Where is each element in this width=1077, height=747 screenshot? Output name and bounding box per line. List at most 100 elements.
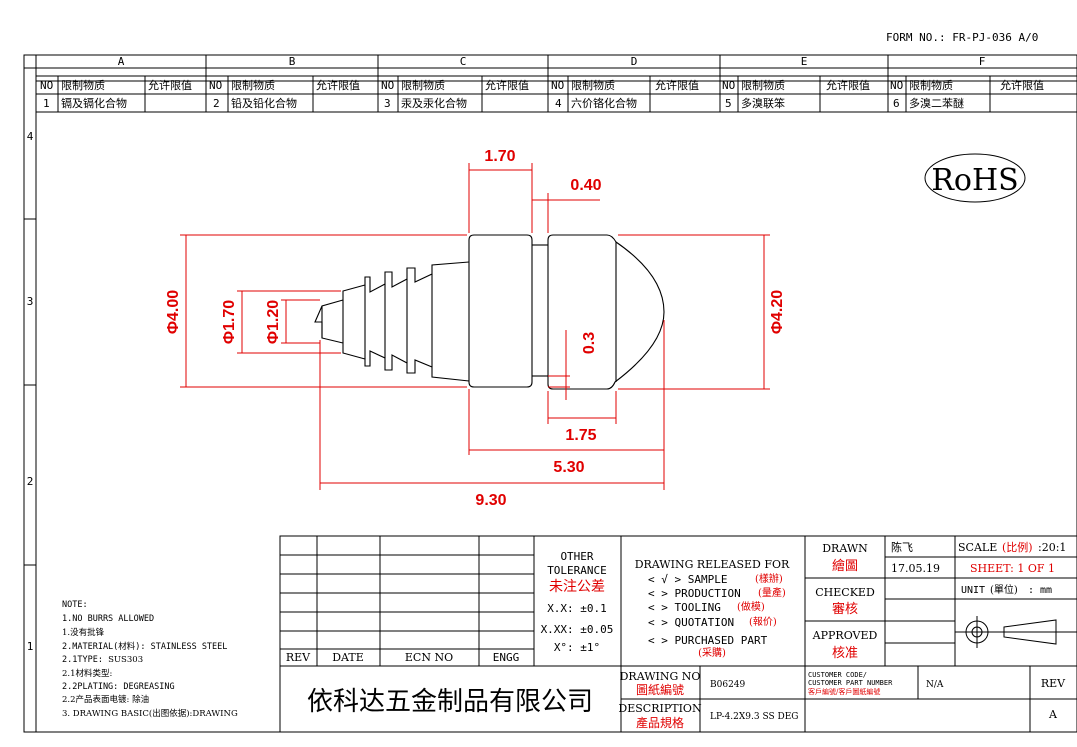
svg-text:NO: NO — [381, 79, 394, 92]
zone-row-1: 1 — [27, 640, 34, 653]
scale-label: SCALE — [958, 541, 997, 554]
svg-text:汞及汞化合物: 汞及汞化合物 — [401, 96, 467, 110]
svg-text:铅及铅化合物: 铅及铅化合物 — [231, 96, 297, 110]
svg-text:2.1TYPE: SUS303: 2.1TYPE: SUS303 — [62, 655, 143, 665]
zone-row-3: 3 — [27, 295, 34, 308]
svg-text:(單位): (單位) — [990, 583, 1018, 596]
rev-col-header: REV — [286, 651, 311, 664]
svg-text:允许限值: 允许限值 — [316, 78, 360, 92]
svg-text:核准: 核准 — [832, 646, 858, 661]
tolerance-x-xx: X.XX: ±0.05 — [541, 623, 614, 636]
col-no-header: NO — [40, 79, 53, 92]
release-sample: < √ > SAMPLE — [648, 573, 727, 586]
dim-dia-4-20: Φ4.20 — [769, 290, 786, 334]
zone-col-e: E — [801, 55, 808, 68]
svg-text:圖紙編號: 圖紙編號 — [636, 682, 684, 697]
dim-top-1-70: 1.70 — [484, 148, 515, 165]
dim-dia-4-00: Φ4.00 — [165, 290, 182, 334]
svg-text:TOLERANCE: TOLERANCE — [547, 564, 607, 577]
drawn-date: 17.05.19 — [891, 562, 940, 575]
release-purchased: < > PURCHASED PART — [648, 634, 768, 647]
svg-text:允许限值: 允许限值 — [826, 78, 870, 92]
table-row: 2 — [213, 97, 220, 110]
dim-0-3: 0.3 — [581, 332, 598, 354]
svg-text:未注公差: 未注公差 — [549, 579, 605, 595]
notes-title: NOTE: — [62, 600, 88, 610]
svg-text:2.2PLATING: DEGREASING: 2.2PLATING: DEGREASING — [62, 682, 175, 692]
checked-label: CHECKED — [815, 586, 875, 599]
zone-row-2: 2 — [27, 475, 34, 488]
svg-text:允许限值: 允许限值 — [485, 78, 529, 92]
svg-text:3. DRAWING BASIC(出图依据):DRAWING: 3. DRAWING BASIC(出图依据):DRAWING — [62, 708, 238, 719]
svg-text:NO: NO — [209, 79, 222, 92]
drawing-no-label: DRAWING NO — [620, 670, 701, 683]
date-col-header: DATE — [332, 651, 364, 664]
release-production: < > PRODUCTION — [648, 587, 741, 600]
zone-col-f: F — [979, 55, 986, 68]
svg-text:允许限值: 允许限值 — [1000, 78, 1044, 92]
svg-text:(樣辦): (樣辦) — [755, 572, 783, 585]
rohs-label: RoHS — [931, 163, 1018, 198]
svg-text:1.NO BURRS ALLOWED: 1.NO BURRS ALLOWED — [62, 614, 154, 624]
svg-text:NO: NO — [722, 79, 735, 92]
zone-col-b: B — [289, 55, 296, 68]
zone-col-c: C — [460, 55, 467, 68]
svg-text:限制物质: 限制物质 — [741, 78, 785, 92]
ecn-col-header: ECN NO — [405, 651, 453, 664]
unit-value: : mm — [1028, 585, 1052, 596]
dim-5-30: 5.30 — [553, 459, 584, 476]
dimensions: 1.70 0.40 Φ4.00 Φ1.70 Φ1.20 0.3 Φ4.20 — [165, 148, 786, 509]
col-substance-header: 限制物质 — [61, 78, 105, 92]
release-tooling: < > TOOLING — [648, 601, 721, 614]
col-limit-header: 允许限值 — [148, 78, 192, 92]
table-row: 3 — [384, 97, 391, 110]
drawn-by-name: 陈飞 — [891, 540, 913, 554]
svg-text:1.没有批锋: 1.没有批锋 — [62, 627, 105, 638]
drawing-no-value: B06249 — [710, 680, 746, 690]
svg-text:六价铬化合物: 六价铬化合物 — [571, 96, 637, 110]
svg-text:限制物质: 限制物质 — [909, 78, 953, 92]
release-quotation: < > QUOTATION — [648, 616, 734, 629]
svg-text:審核: 審核 — [832, 602, 858, 617]
svg-text:(做模): (做模) — [737, 600, 765, 613]
tolerance-angle: X°: ±1° — [554, 641, 600, 654]
zone-col-a: A — [118, 55, 125, 68]
zone-col-d: D — [631, 55, 638, 68]
svg-text:限制物质: 限制物质 — [401, 78, 445, 92]
engg-col-header: ENGG — [493, 651, 520, 664]
title-block: REV DATE ECN NO ENGG OTHER TOLERANCE 未注公… — [279, 535, 1077, 733]
svg-text:NO: NO — [551, 79, 564, 92]
tolerance-title: OTHER — [560, 550, 593, 563]
dim-dia-1-70: Φ1.70 — [221, 300, 238, 344]
form-number: FORM NO.: FR-PJ-036 A/0 — [886, 31, 1038, 44]
rev-label: REV — [1041, 677, 1066, 690]
unit-label: UNIT — [961, 585, 985, 596]
svg-text:(報价): (報价) — [749, 616, 777, 628]
customer-code-value: N/A — [926, 680, 944, 690]
svg-text:多溴联笨: 多溴联笨 — [741, 96, 785, 110]
svg-text:NO: NO — [890, 79, 903, 92]
svg-text:CUSTOMER PART NUMBER: CUSTOMER PART NUMBER — [808, 679, 893, 687]
description-label: DESCRIPTION — [618, 702, 702, 715]
table-row: 6 — [893, 97, 900, 110]
projection-symbol-icon — [955, 616, 1077, 648]
svg-text:2.MATERIAL(材料): STAINLESS STEE: 2.MATERIAL(材料): STAINLESS STEEL — [62, 641, 227, 652]
svg-text:多溴二苯醚: 多溴二苯醚 — [909, 96, 964, 110]
svg-text:2.1材料类型:: 2.1材料类型: — [62, 668, 112, 679]
customer-code-label: CUSTOMER CODE/ — [808, 671, 867, 679]
table-row: 4 — [555, 97, 562, 110]
notes: NOTE: 1.NO BURRS ALLOWED 1.没有批锋 2.MATERI… — [62, 600, 238, 719]
svg-text:限制物质: 限制物质 — [231, 78, 275, 92]
restricted-substances-table: NO 限制物质 允许限值 NO 限制物质 允许限值 NO 限制物质 允许限值 N… — [36, 68, 1077, 113]
release-title: DRAWING RELEASED FOR — [635, 558, 790, 571]
rohs-mark — [924, 153, 1026, 203]
svg-text:繪圖: 繪圖 — [832, 558, 858, 574]
svg-text:允许限值: 允许限值 — [655, 78, 699, 92]
tolerance-x-x: X.X: ±0.1 — [547, 602, 607, 615]
svg-text:限制物质: 限制物质 — [571, 78, 615, 92]
dim-9-30: 9.30 — [475, 492, 506, 509]
drawn-label: DRAWN — [822, 542, 868, 555]
svg-text:(量產): (量產) — [758, 586, 786, 599]
dim-1-75: 1.75 — [565, 427, 596, 444]
